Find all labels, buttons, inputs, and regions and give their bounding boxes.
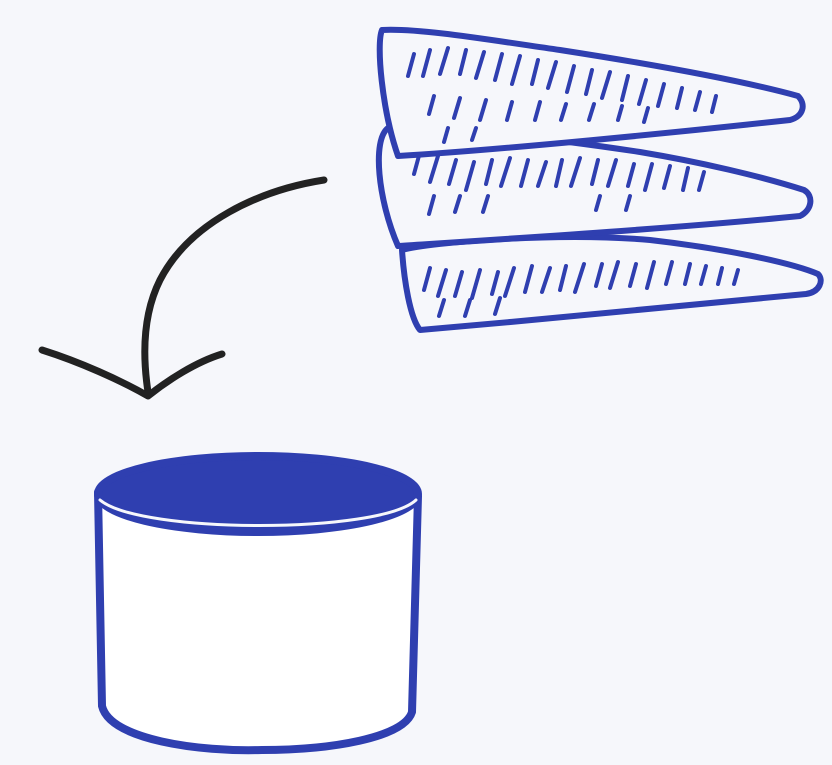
arrow-head: [42, 350, 222, 396]
document-page-top: [380, 30, 803, 156]
curved-arrow-icon: [42, 180, 324, 396]
database-cylinder-icon: [98, 456, 418, 750]
document-page-bottom: [402, 237, 821, 330]
arrow-shaft: [145, 180, 324, 392]
document-stack-icon: [379, 30, 821, 330]
database-top: [98, 456, 418, 532]
